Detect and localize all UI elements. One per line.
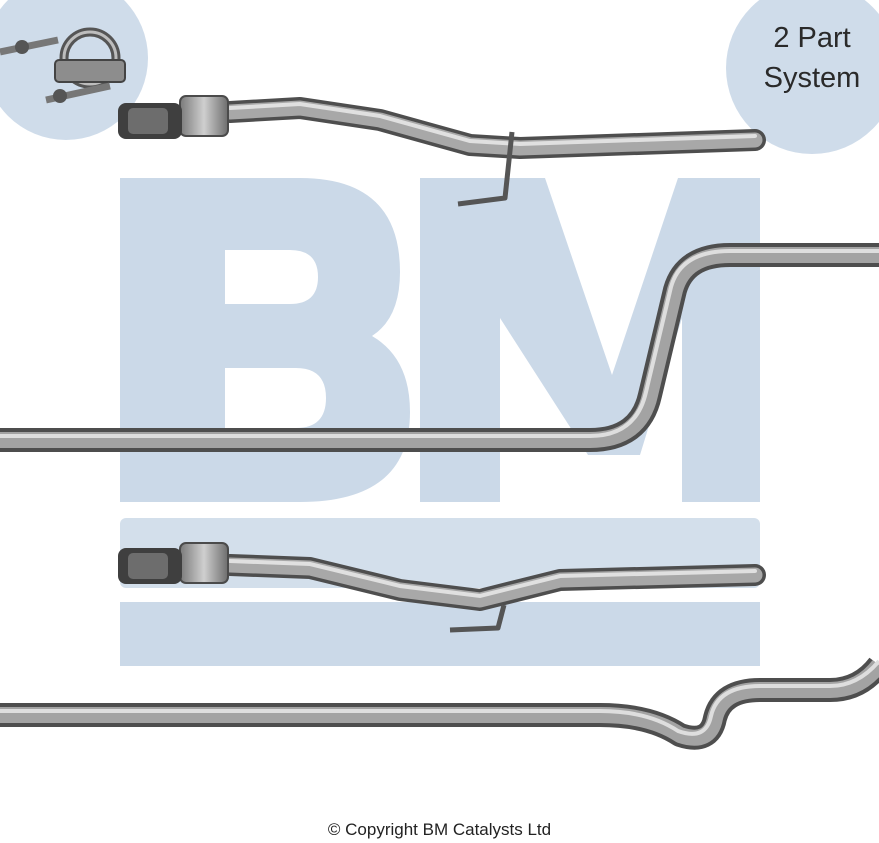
exhaust-clamp-icon (0, 27, 126, 104)
front-pipe-upper (118, 95, 766, 207)
part-system-badge: 2 Part System (727, 18, 879, 98)
bm-catalysts-watermark-logo (120, 178, 760, 666)
long-pipe-upper (0, 243, 879, 452)
badge-circle (726, 0, 879, 154)
badge-line-2: System (763, 62, 861, 94)
long-pipe-lower (0, 657, 879, 750)
front-pipe-lower (118, 542, 766, 633)
copyright-notice: © Copyright BM Catalysts Ltd (327, 820, 552, 839)
badge-line-1: 2 Part (773, 22, 851, 54)
